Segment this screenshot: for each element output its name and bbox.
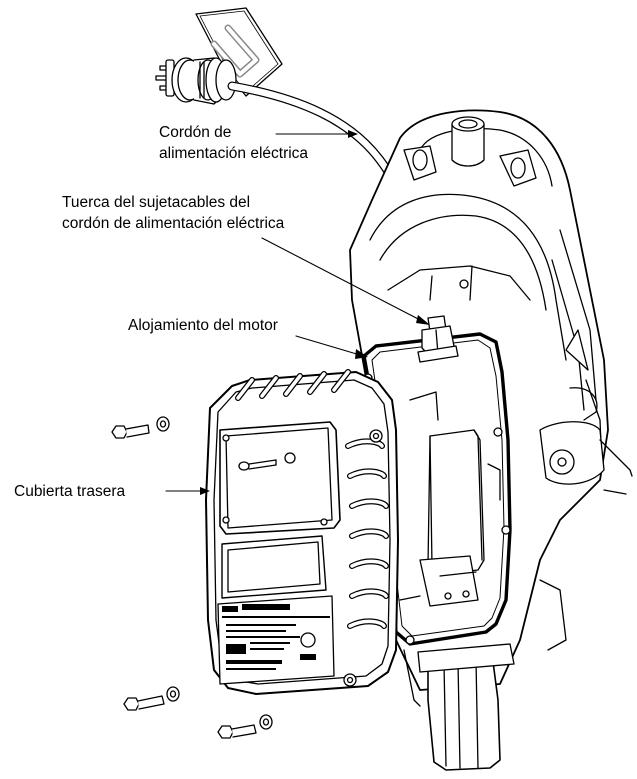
label-motor-housing: Alojamiento del motor	[128, 317, 278, 334]
screw-set-bottom-left	[123, 686, 180, 711]
label-strain-relief-nut-line1: Tuerca del sujetacables del	[62, 194, 251, 211]
label-power-cord-line1: Cordón de	[159, 124, 232, 141]
screw-set-top	[111, 416, 170, 439]
leader-motor-housing	[295, 335, 361, 356]
screw-set-bottom-right	[217, 714, 273, 739]
label-rear-cover: Cubierta trasera	[14, 483, 126, 500]
power-plug	[155, 57, 237, 105]
leader-lines	[165, 130, 430, 495]
cord-tag	[195, 7, 283, 97]
pump-base	[403, 579, 567, 771]
leader-strain-relief-nut	[261, 237, 425, 323]
label-power-cord: Cordón de alimentación eléctrica	[159, 122, 308, 164]
label-power-cord-line2: alimentación eléctrica	[159, 145, 309, 162]
rear-cover	[205, 369, 399, 695]
label-strain-relief-nut-line2: cordón de alimentación eléctrica	[62, 215, 285, 232]
motor-gasket	[362, 332, 512, 646]
strain-relief-nut	[417, 315, 459, 363]
label-strain-relief-nut: Tuerca del sujetacables del cordón de al…	[62, 192, 284, 234]
